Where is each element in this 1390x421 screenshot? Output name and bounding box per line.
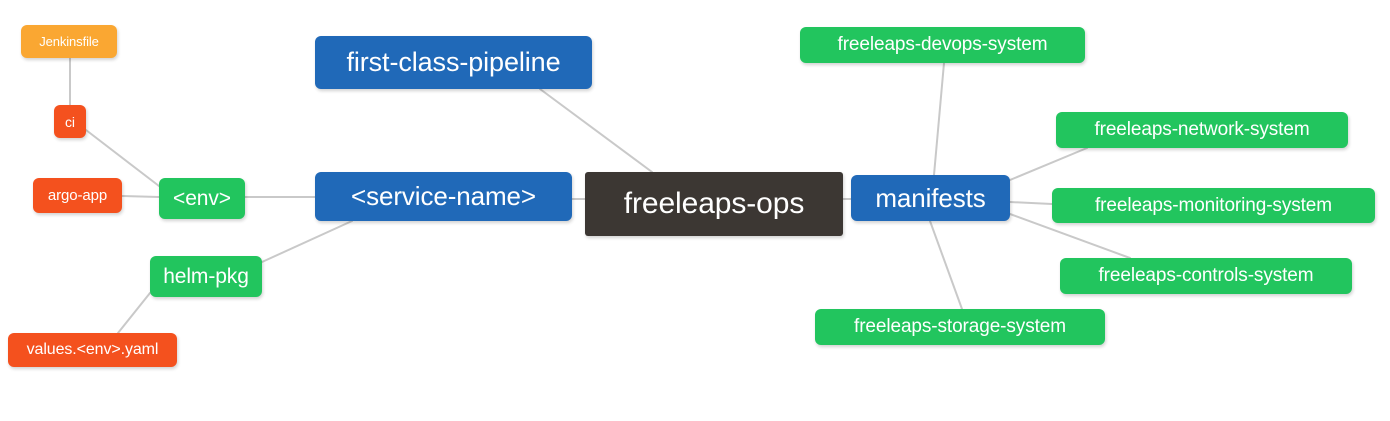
node-jenkinsfile[interactable]: Jenkinsfile [21, 25, 117, 58]
node-freeleaps-ops[interactable]: freeleaps-ops [585, 172, 843, 236]
edge-manifests-to-freeleaps-monitoring-system [1009, 201, 1053, 205]
node-freeleaps-network-system[interactable]: freeleaps-network-system [1056, 112, 1348, 148]
node-freeleaps-storage-system[interactable]: freeleaps-storage-system [815, 309, 1105, 345]
edge-helm-pkg-to-service-name [261, 220, 353, 263]
edge-manifests-to-freeleaps-storage-system [929, 220, 963, 310]
node-freeleaps-monitoring-system[interactable]: freeleaps-monitoring-system [1052, 188, 1375, 223]
node-manifests[interactable]: manifests [851, 175, 1010, 221]
node-values-yaml[interactable]: values.<env>.yaml [8, 333, 177, 367]
node-argo-app[interactable]: argo-app [33, 178, 122, 213]
edge-ci-to-env [85, 129, 160, 187]
edge-argo-app-to-env [121, 195, 160, 198]
node-service-name[interactable]: <service-name> [315, 172, 572, 221]
node-env[interactable]: <env> [159, 178, 245, 219]
node-first-class-pipeline[interactable]: first-class-pipeline [315, 36, 592, 89]
edge-manifests-to-freeleaps-network-system [1009, 147, 1088, 181]
node-freeleaps-controls-system[interactable]: freeleaps-controls-system [1060, 258, 1352, 294]
node-helm-pkg[interactable]: helm-pkg [150, 256, 262, 297]
edge-manifests-to-freeleaps-controls-system [1009, 213, 1131, 259]
node-ci[interactable]: ci [54, 105, 86, 138]
edge-values-yaml-to-helm-pkg [117, 292, 151, 334]
edge-manifests-to-freeleaps-devops-system [933, 62, 945, 176]
edge-first-class-pipeline-to-freeleaps-ops [539, 88, 653, 173]
node-freeleaps-devops-system[interactable]: freeleaps-devops-system [800, 27, 1085, 63]
